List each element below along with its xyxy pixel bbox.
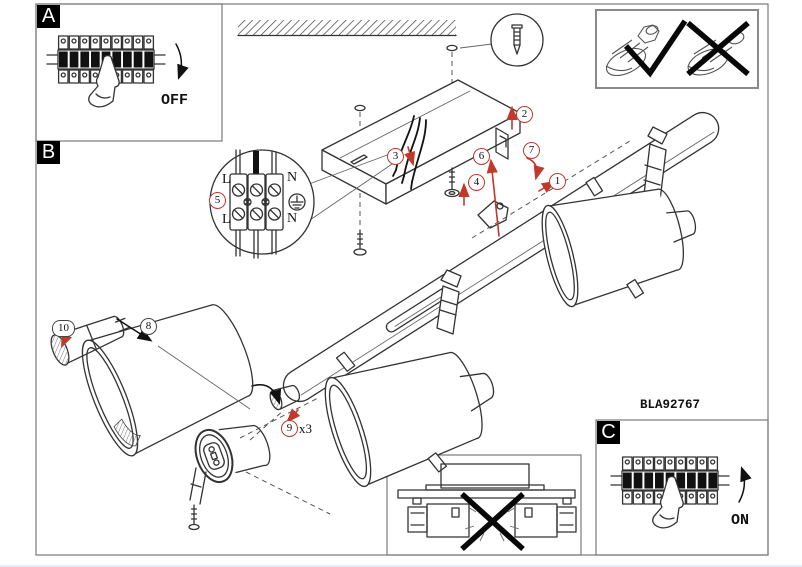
section-b-label: B [37,141,60,164]
section-c-label: C [597,421,620,444]
slide-bracket [477,200,509,229]
bottom-strip [0,565,802,567]
on-label: ON [731,512,750,529]
step-1-marker: 1 [549,173,566,190]
step-10-marker: 10 [52,320,75,337]
covered-fixture-warning [397,463,577,552]
terminal-l-bottom: L [222,212,231,227]
switch-off-arrow [175,43,189,80]
step-8-marker: 8 [140,318,157,335]
panel-a-frame [35,3,223,142]
off-label: OFF [161,92,189,109]
model-number: BLA92767 [640,398,701,412]
step-2-marker: 2 [516,106,533,123]
light-bar [282,111,720,403]
step-7-marker: 7 [523,142,540,159]
covered-warning-frame [386,454,582,556]
outer-frame [35,3,769,556]
slide-guide-line [157,345,251,410]
hands-warning [605,19,750,78]
mounting-screws [353,167,460,256]
x3-quantity-label: x3 [299,421,312,436]
breaker-panel-a [47,36,165,107]
wall-plug-icon [511,24,523,55]
holder-screw [188,467,207,531]
terminal-n-bottom: N [287,211,298,226]
step-5-marker: 5 [209,192,226,209]
gu10-socket-holder [194,424,271,484]
step-9-marker: 9 [281,420,298,437]
spot-middle-stem [436,269,462,335]
cross-mark [686,20,750,77]
terminal-l-top: L [222,172,231,187]
wall-plug-inset [459,13,544,67]
terminal-n-top: N [287,170,298,185]
cross-mark [460,491,525,552]
panel-c-frame [595,419,769,556]
mounting-bracket [321,79,521,205]
spot-right [541,176,697,308]
ceiling [237,20,457,37]
step-4-marker: 4 [468,174,485,191]
check-mark [623,19,688,78]
earth-icon [288,193,306,211]
step-3-marker: 3 [387,148,404,165]
switch-on-arrow [738,466,752,503]
terminal-block-inset [209,149,399,259]
spot-middle [324,351,495,488]
hands-warning-frame [595,9,759,89]
section-a-label: A [37,5,60,28]
step-6-marker: 6 [473,148,490,165]
spot-left-shade [81,304,254,457]
breaker-panel-c [611,457,729,528]
rotate-bulb-arrow [251,384,282,405]
step-arrows [61,105,557,423]
